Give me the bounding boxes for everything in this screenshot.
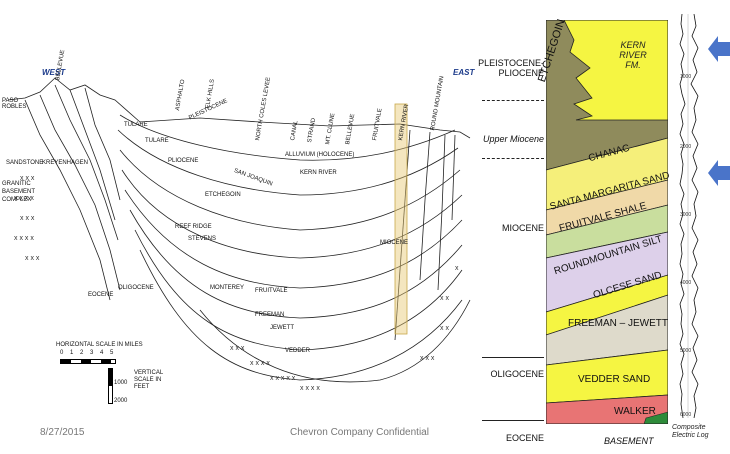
log-depth-1000: 1000 xyxy=(680,74,692,80)
unit-vedder: VEDDER xyxy=(285,348,311,354)
svg-text:x x: x x xyxy=(440,295,449,302)
strat-column-drawing xyxy=(545,19,669,425)
unit-kreyenhagen: KREYENHAGEN xyxy=(42,160,89,166)
unit-freeman: FREEMAN xyxy=(255,312,285,318)
unit-stevens: STEVENS xyxy=(188,236,217,242)
horizontal-scale-ticks: 0 1 2 3 4 5 xyxy=(60,350,120,364)
svg-text:x x x: x x x xyxy=(420,355,435,362)
log-depth-4000: 4000 xyxy=(680,280,692,286)
age-pleistocene-pliocene: PLEISTOCENE- PLIOCENE xyxy=(478,58,544,78)
unit-etchegoin: ETCHEGOIN xyxy=(205,192,241,198)
vertical-scale-1000: 1000 xyxy=(114,380,128,386)
unit-jewett: JEWETT xyxy=(270,325,294,331)
unit-sandstone: SANDSTONE xyxy=(6,160,44,166)
unit-reef-ridge: REEF RIDGE xyxy=(175,224,212,230)
svg-text:x x x x: x x x x xyxy=(300,385,320,392)
basement-label: BASEMENT xyxy=(604,436,654,446)
unit-vedder-sand: VEDDER SAND xyxy=(578,374,651,385)
electric-log xyxy=(674,13,704,419)
vertical-scale-bar xyxy=(108,368,113,404)
cross-section-drawing: x x x x x x x x x x x x x x x x x x x x x x … xyxy=(7,77,471,392)
east-label: EAST xyxy=(453,68,475,77)
log-depth-6000: 6000 xyxy=(680,412,692,418)
arrow-icon xyxy=(708,160,730,186)
label-tulare: TULARE xyxy=(124,122,148,128)
strat-column xyxy=(545,19,669,425)
log-depth-2000: 2000 xyxy=(680,144,692,150)
log-depth-3000: 3000 xyxy=(680,212,692,218)
age-oligocene: OLIGOCENE xyxy=(490,369,544,379)
unit-kern-river: KERN RIVER xyxy=(300,170,337,176)
west-label: WEST xyxy=(42,68,66,77)
age-miocene: MIOCENE xyxy=(501,223,544,233)
vertical-scale-label: VERTICAL SCALE IN FEET xyxy=(134,370,164,390)
horizontal-scale-title: HORIZONTAL SCALE IN MILES xyxy=(56,342,143,348)
label-paso-robles: PASO ROBLES xyxy=(2,98,27,110)
age-divider-1 xyxy=(482,100,544,101)
unit-walker: WALKER xyxy=(614,406,656,417)
footer-confidential: Chevron Company Confidential xyxy=(290,427,429,438)
cross-section: x x x x x x x x x x x x x x x x x x x x x x … xyxy=(0,60,478,420)
unit-eocene: EOCENE xyxy=(88,292,114,298)
svg-text:x x: x x xyxy=(440,325,449,332)
unit-fruitvale: FRUITVALE xyxy=(255,288,288,294)
electric-log-trace xyxy=(679,13,699,419)
age-eocene: EOCENE xyxy=(505,433,544,443)
footer-date: 8/27/2015 xyxy=(40,427,85,438)
svg-text:x x x: x x x xyxy=(20,175,35,182)
composite-log-label: Composite Electric Log xyxy=(672,424,709,439)
unit-oligocene: OLIGOCENE xyxy=(118,285,154,291)
unit-granitic-basement: GRANITIC BASEMENT COMPLEX xyxy=(2,181,35,203)
unit-freeman-jewett: FREEMAN – JEWETT xyxy=(568,318,669,329)
arrow-icon xyxy=(708,36,730,62)
svg-text:x x x x: x x x x xyxy=(14,195,34,202)
vertical-scale-2000: 2000 xyxy=(114,398,128,404)
svg-text:x x x x x: x x x x x xyxy=(270,375,296,382)
svg-text:x x x x: x x x x xyxy=(14,235,34,242)
log-depth-5000: 5000 xyxy=(680,348,692,354)
svg-text:x x x: x x x xyxy=(230,345,245,352)
svg-text:x x x x: x x x x xyxy=(250,360,270,367)
unit-monterey: MONTEREY xyxy=(210,285,245,291)
svg-text:x: x xyxy=(455,265,459,272)
age-upper-miocene: Upper Miocene xyxy=(482,134,544,144)
age-divider-2 xyxy=(482,158,544,159)
svg-text:x x x: x x x xyxy=(25,255,40,262)
unit-tulare: TULARE xyxy=(145,138,169,144)
age-divider-4 xyxy=(482,420,544,421)
unit-miocene: MIOCENE xyxy=(380,240,409,246)
unit-alluvium: ALLUVIUM (HOLOCENE) xyxy=(285,152,355,158)
age-divider-3 xyxy=(482,357,544,358)
svg-text:x x x: x x x xyxy=(20,215,35,222)
unit-pliocene: PLIOCENE xyxy=(168,158,199,164)
unit-kern-river-fm: KERN RIVER FM. xyxy=(619,40,647,70)
